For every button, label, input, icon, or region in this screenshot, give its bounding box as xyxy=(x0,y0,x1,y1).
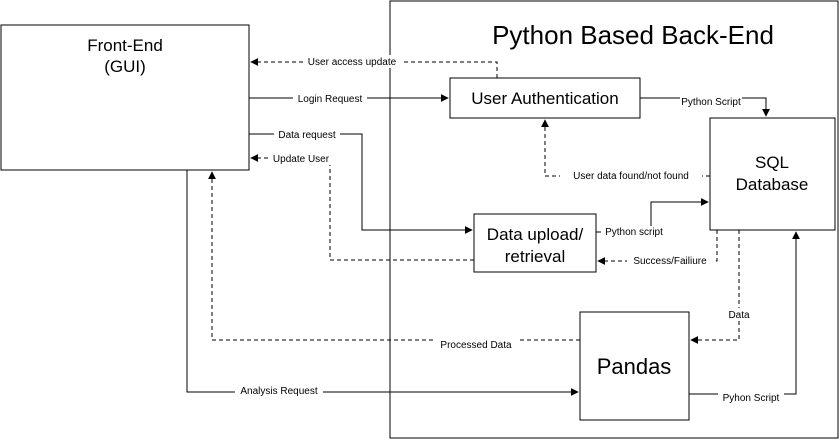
edge-label-bg xyxy=(627,254,713,267)
sql-box xyxy=(709,117,836,231)
label-user-data-found: User data found/not found xyxy=(573,171,689,182)
label-user-access-update: User access update xyxy=(308,57,397,68)
data-upload-box xyxy=(473,213,597,273)
edge-label-bg xyxy=(235,384,323,397)
label-python-script-upload: Python script xyxy=(605,227,663,238)
edge-data xyxy=(690,230,740,344)
label-analysis-request: Analysis Request xyxy=(240,386,317,397)
edge-label-bg xyxy=(718,391,784,404)
frontend-label-line1: Front-End xyxy=(87,36,163,55)
edge-success-failure xyxy=(597,230,718,265)
edge-label-bg xyxy=(303,55,401,68)
frontend-box xyxy=(0,24,250,171)
label-python-script-auth: Python Script xyxy=(681,97,741,108)
edge-label-bg xyxy=(680,96,742,107)
edge-label-bg xyxy=(601,226,667,238)
edge-user-data-found xyxy=(541,119,710,177)
frontend-label-line2: (GUI) xyxy=(104,57,146,76)
label-login-request: Login Request xyxy=(298,94,363,105)
edge-update-user xyxy=(250,154,474,261)
label-pyhon-script: Pyhon Script xyxy=(723,393,780,404)
edge-data-request xyxy=(249,133,473,234)
label-data: Data xyxy=(728,310,750,321)
edge-label-bg xyxy=(268,152,334,165)
label-success-failure: Success/Failiure xyxy=(633,256,707,267)
label-data-request: Data request xyxy=(278,130,335,141)
backend-title: Python Based Back-End xyxy=(492,20,774,50)
edge-label-bg xyxy=(274,128,340,141)
pandas-label: Pandas xyxy=(597,354,672,379)
edge-label-bg xyxy=(435,338,517,351)
data-upload-label-line2: retrieval xyxy=(505,247,565,266)
sql-label-line2: Database xyxy=(736,175,809,194)
edge-label-bg xyxy=(293,92,367,105)
edge-label-bg xyxy=(726,308,752,321)
auth-label: User Authentication xyxy=(471,89,618,108)
data-upload-label-line1: Data upload/ xyxy=(487,225,584,244)
edge-analysis-request xyxy=(186,170,579,396)
label-processed-data: Processed Data xyxy=(440,340,512,351)
label-update-user: Update User xyxy=(273,154,330,165)
sql-label-line1: SQL xyxy=(755,153,789,172)
backend-container xyxy=(389,0,839,439)
auth-box xyxy=(449,77,641,119)
edge-label-bg xyxy=(560,169,702,182)
pandas-box xyxy=(579,311,690,421)
edge-user-access-update xyxy=(250,58,498,78)
